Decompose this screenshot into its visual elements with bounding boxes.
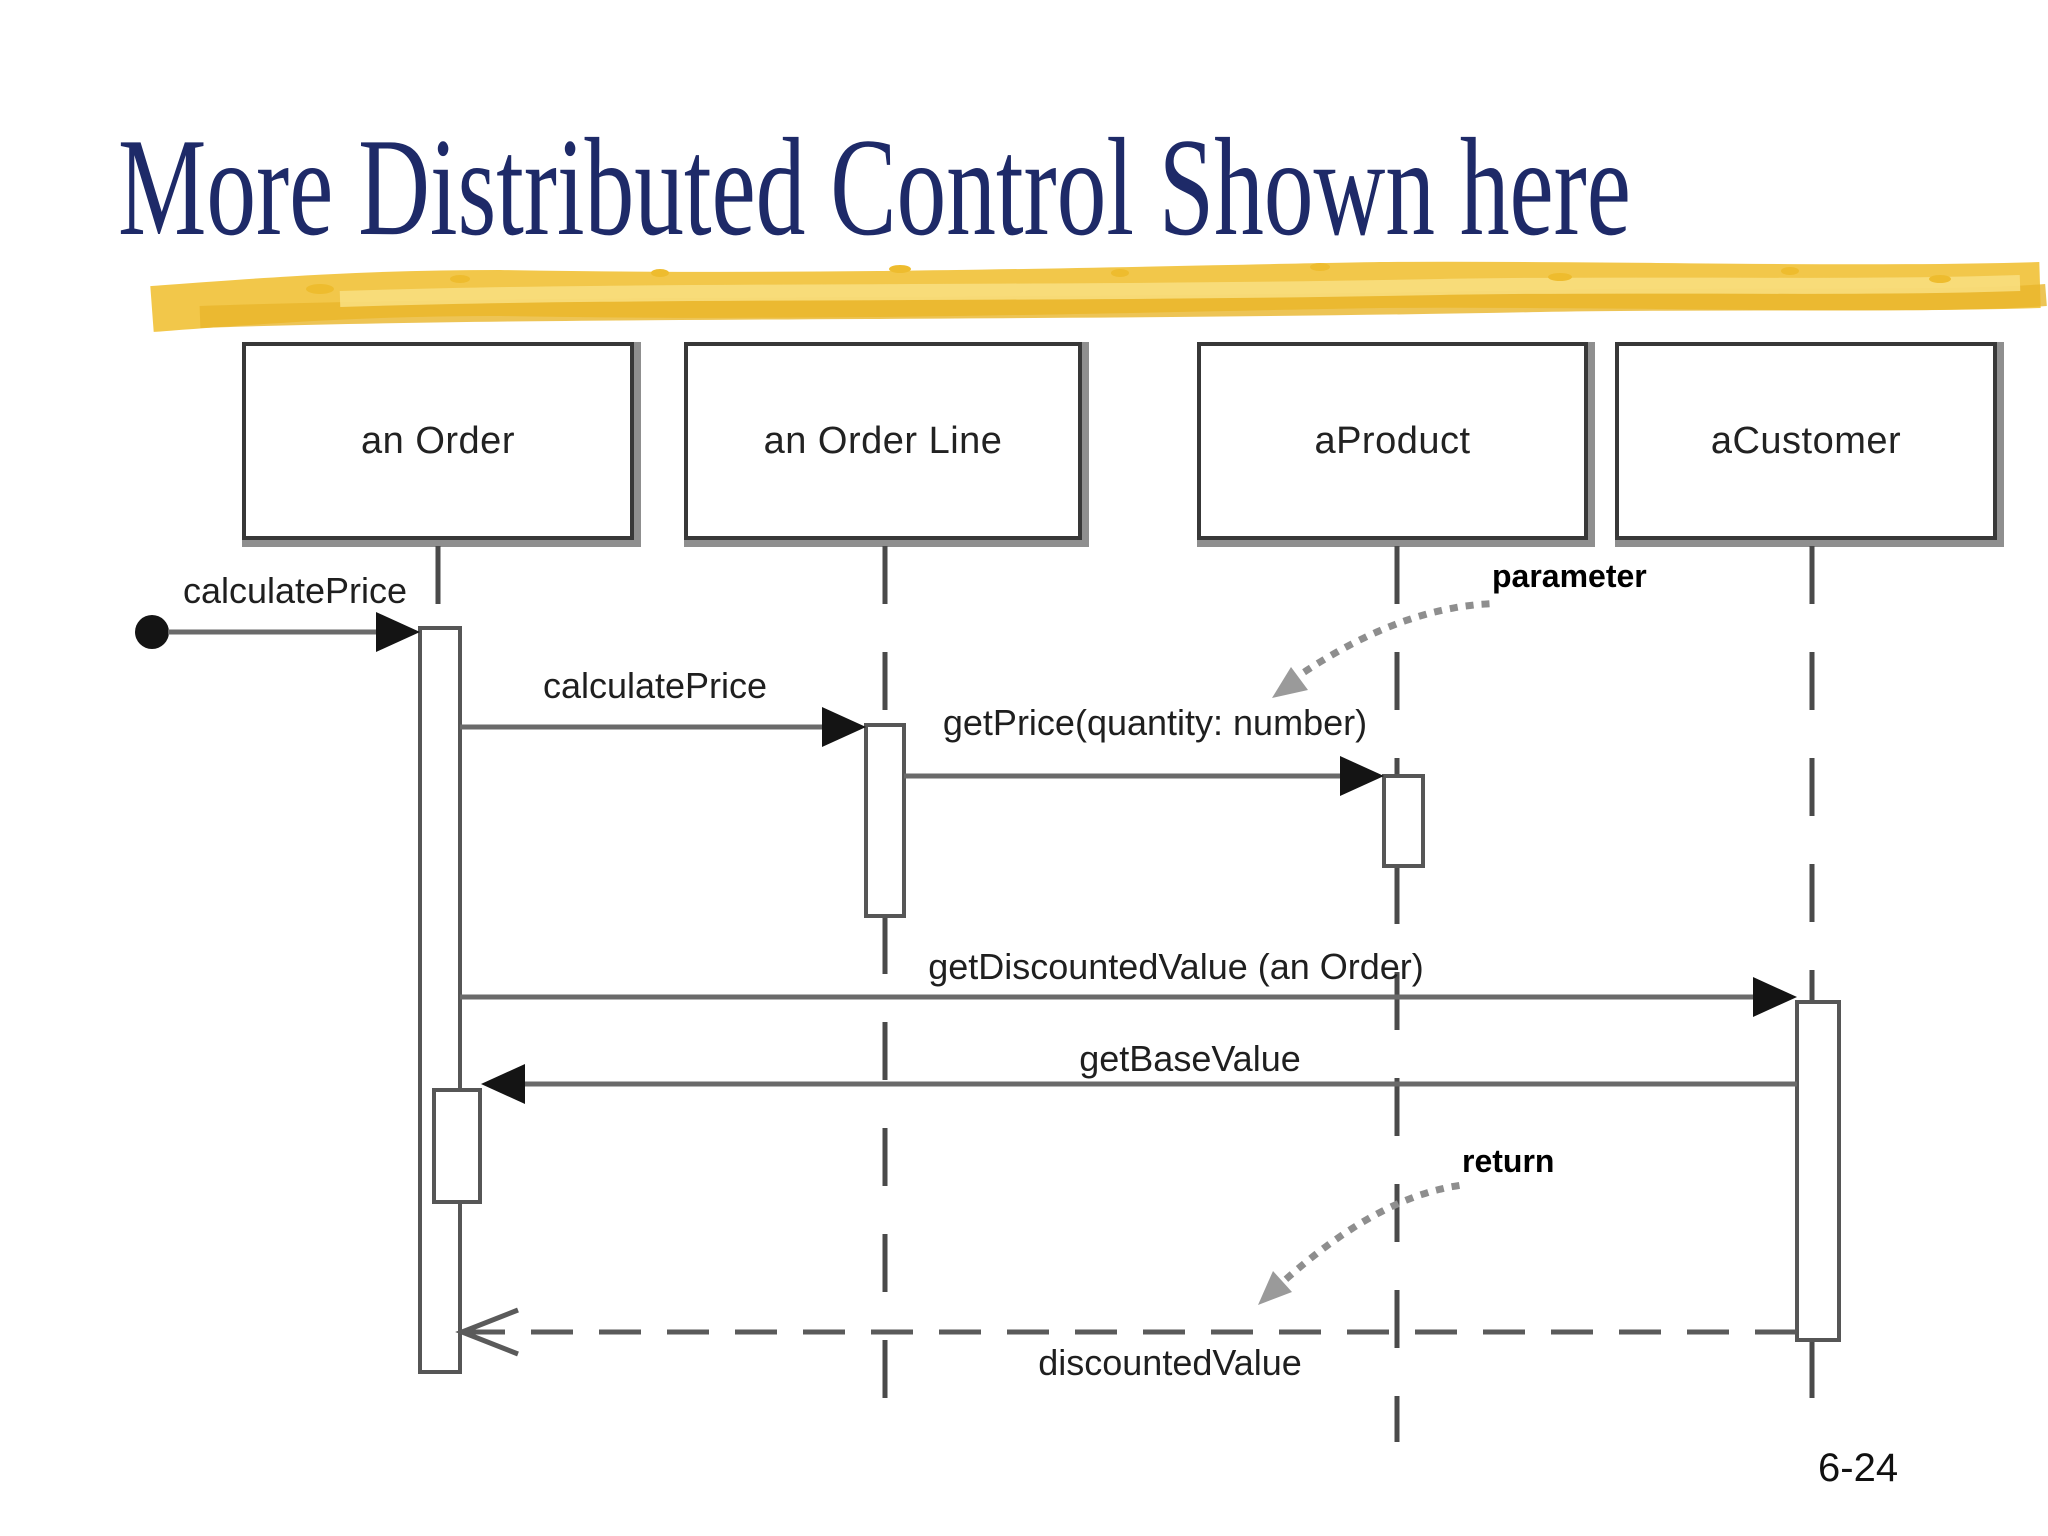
- annotation-arrow-return: [1267, 1181, 1461, 1297]
- arrowhead-get-base-value: [481, 1064, 525, 1104]
- annotation-arrowhead-parameter: [1272, 667, 1308, 698]
- arrowhead-calculate-price-1: [376, 612, 420, 652]
- object-box-an-order-line: an Order Line: [684, 342, 1082, 540]
- arrowhead-get-discounted-value: [1753, 977, 1797, 1017]
- annotation-label-return: return: [1462, 1143, 1555, 1179]
- brush-highlight: [339, 275, 2021, 307]
- message-label-discounted-value: discountedValue: [1038, 1342, 1302, 1383]
- highlight-brush-stroke: [150, 261, 2047, 332]
- arrowhead-get-price: [1340, 756, 1384, 796]
- arrowhead-calculate-price-2: [822, 707, 866, 747]
- brush-flecks: [306, 263, 1951, 294]
- object-label-an-order: an Order: [361, 419, 515, 462]
- brush-shade: [199, 284, 2047, 328]
- activation-an-order-line: [864, 723, 906, 918]
- annotation-label-parameter: parameter: [1492, 558, 1647, 594]
- object-box-an-order: an Order: [242, 342, 634, 540]
- object-label-a-product: aProduct: [1314, 419, 1471, 462]
- message-label-get-price: getPrice(quantity: number): [942, 702, 1368, 743]
- object-box-a-customer: aCustomer: [1615, 342, 1997, 540]
- found-message-circle: [135, 615, 169, 649]
- message-label-get-base-value: getBaseValue: [1079, 1038, 1301, 1079]
- activation-a-customer: [1795, 1000, 1841, 1342]
- open-arrowhead-return: [455, 1307, 519, 1357]
- object-label-a-customer: aCustomer: [1710, 419, 1902, 462]
- message-label-get-discounted-value: getDiscountedValue (an Order): [928, 946, 1424, 987]
- annotation-arrowhead-return: [1258, 1271, 1292, 1305]
- message-label-calculate-price-1: calculatePrice: [182, 570, 408, 611]
- page-title: More Distributed Control Shown here: [118, 110, 1631, 265]
- object-box-a-product: aProduct: [1197, 342, 1588, 540]
- activation-an-order-nested: [432, 1088, 482, 1204]
- message-label-calculate-price-2: calculatePrice: [542, 665, 768, 706]
- annotation-arrow-parameter: [1279, 600, 1490, 691]
- object-label-an-order-line: an Order Line: [763, 419, 1003, 462]
- activation-a-product: [1382, 774, 1425, 868]
- activation-an-order: [418, 626, 462, 1374]
- page-number: 6-24: [1818, 1446, 1899, 1490]
